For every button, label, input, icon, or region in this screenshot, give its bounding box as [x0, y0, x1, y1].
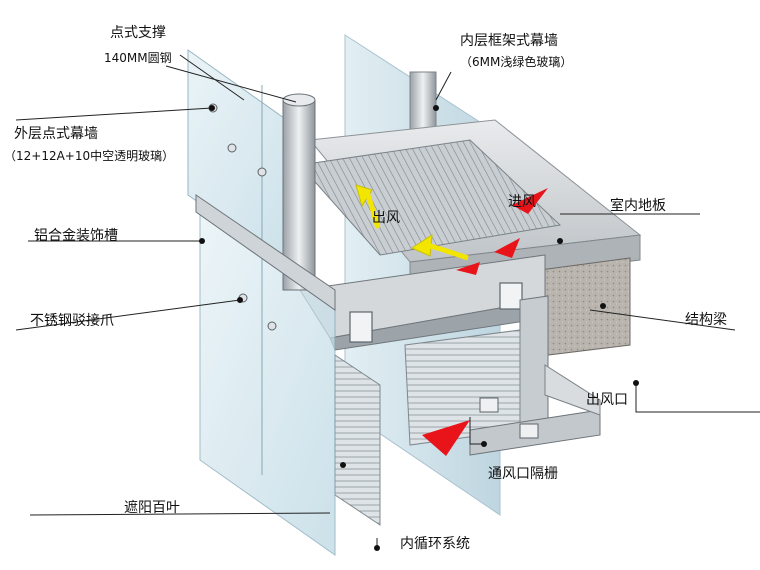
- label-aluminum-trim: 铝合金装饰槽: [34, 228, 118, 244]
- label-outer-curtain-wall: 外层点式幕墙: [14, 126, 98, 142]
- label-inner-curtain-wall: 内层框架式幕墙: [460, 33, 558, 49]
- air-out-label: 出风: [372, 210, 400, 226]
- label-vent-grille: 通风口隔栅: [488, 466, 558, 482]
- sunshade-louver: [334, 354, 381, 526]
- label-inner-glass-spec: （6MM浅绿色玻璃）: [460, 54, 572, 69]
- leader-dot-icon: [199, 105, 639, 551]
- label-indoor-floor: 室内地板: [610, 197, 666, 214]
- arrow-out-icon: [355, 184, 469, 261]
- label-stainless-claw: 不锈钢驳接爪: [30, 312, 114, 329]
- aluminum-trim-channel: [195, 194, 336, 311]
- label-inner-circulation: 内循环系统: [400, 536, 470, 552]
- air-in-label: 进风: [508, 194, 536, 210]
- label-point-support: 点式支撑: [110, 25, 166, 41]
- aluminum-duct-frame: [299, 254, 549, 425]
- arrow-in-icon: [422, 188, 548, 456]
- label-sunshade-louver: 遮阳百叶: [124, 500, 180, 516]
- label-structural-beam: 结构梁: [685, 312, 727, 328]
- label-outer-glass-spec: （12+12A+10中空透明玻璃）: [4, 148, 174, 163]
- structural-beam: [539, 257, 631, 357]
- inner-circulation-box: [404, 329, 601, 456]
- label-round-steel: 140MM圆钢: [104, 51, 172, 65]
- leader-lines: [15, 54, 760, 548]
- cavity-grating: [299, 139, 562, 256]
- label-air-outlet: 出风口: [586, 392, 628, 408]
